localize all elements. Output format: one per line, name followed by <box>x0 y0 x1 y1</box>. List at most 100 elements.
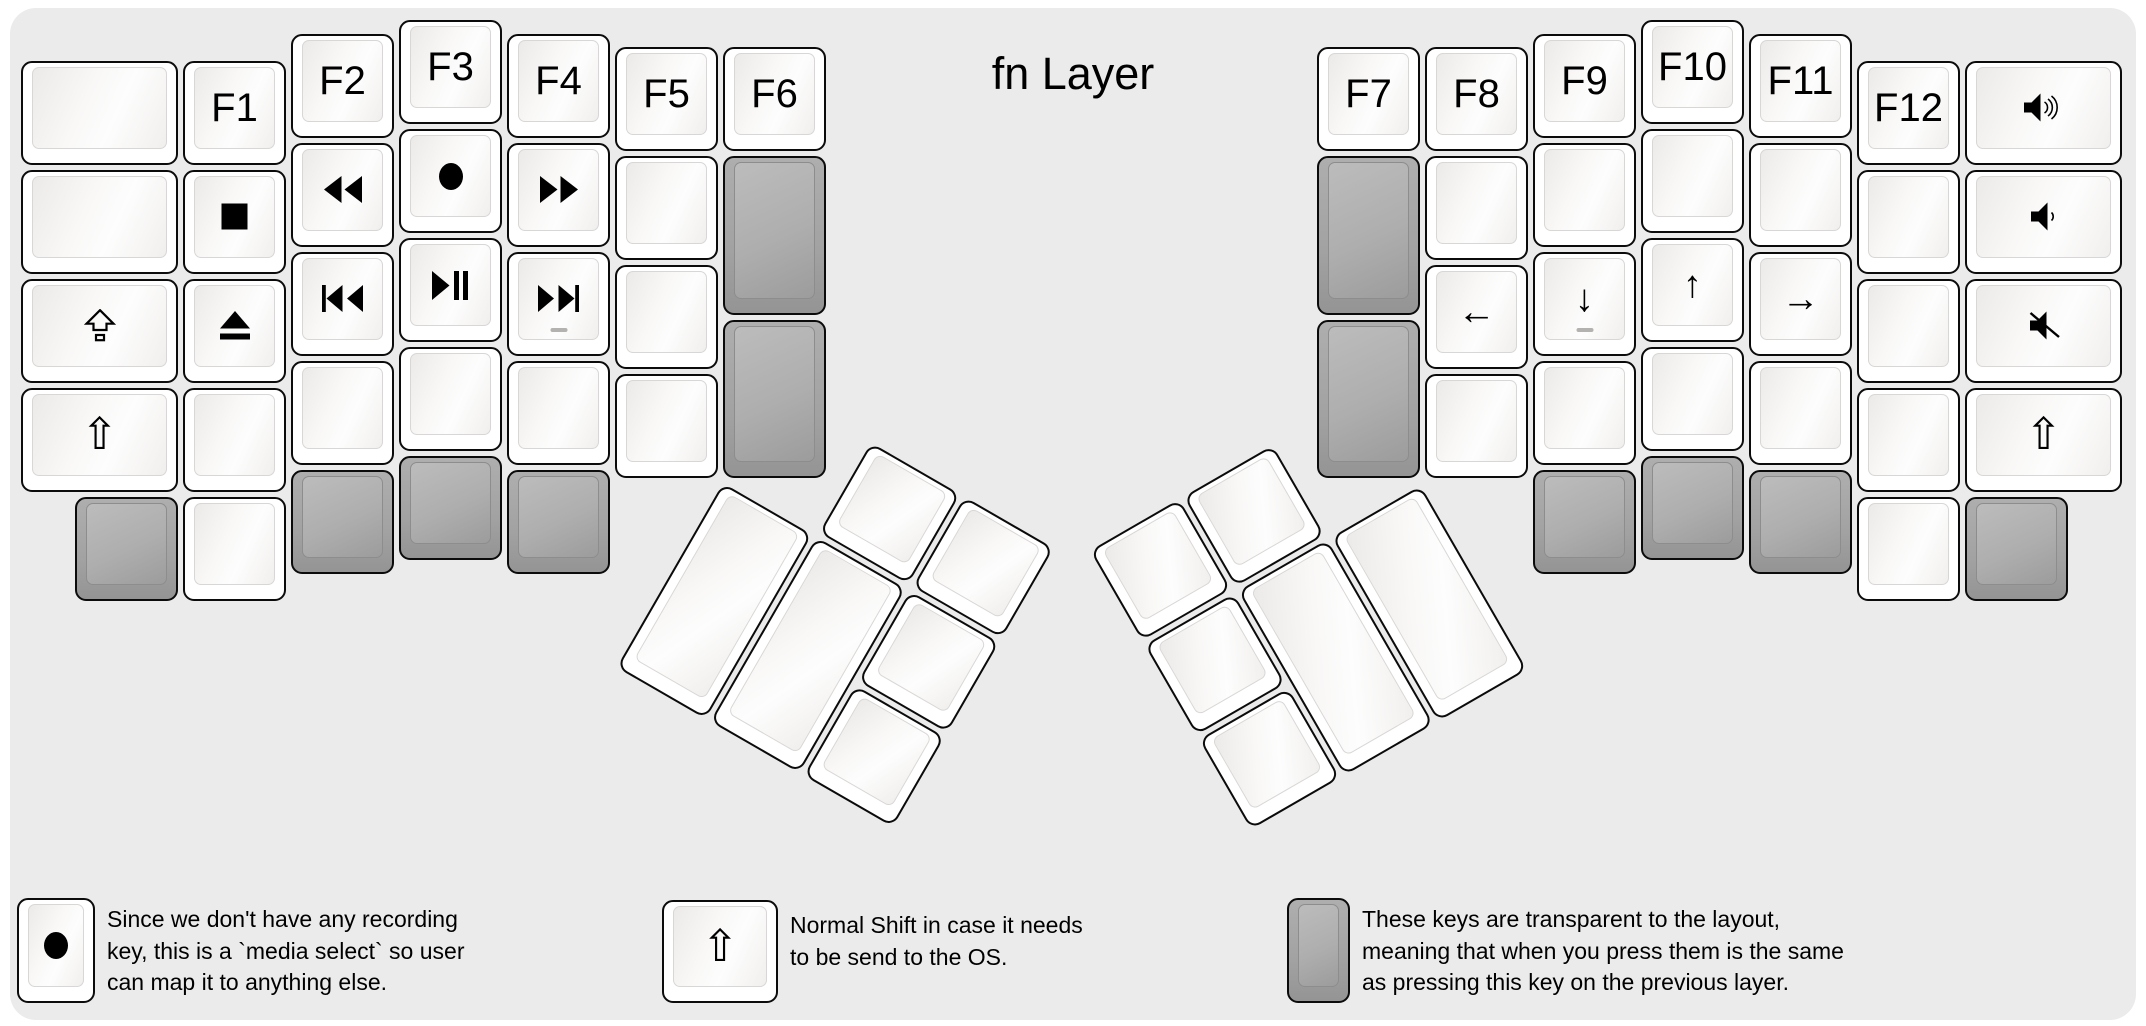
key-volume-down[interactable] <box>1965 169 2122 274</box>
key-blank[interactable] <box>21 169 178 274</box>
key-transparent[interactable] <box>1965 496 2068 601</box>
key-transparent[interactable] <box>1641 456 1744 560</box>
key-blank[interactable] <box>1425 374 1528 479</box>
keycap-surface: ← <box>1436 271 1517 354</box>
key-f1[interactable]: F1 <box>183 60 286 165</box>
key-f9[interactable]: F9 <box>1533 33 1636 138</box>
key-shift-right[interactable]: ⇧ <box>1965 387 2122 492</box>
key-blank[interactable] <box>1533 360 1636 465</box>
key-next-track[interactable] <box>507 251 610 356</box>
legend-line: Normal Shift in case it needs <box>790 912 1083 938</box>
keycap-surface <box>410 353 491 435</box>
key-transparent[interactable] <box>1317 156 1420 315</box>
key-blank[interactable] <box>1857 496 1960 601</box>
key-arrow-up[interactable]: ↑ <box>1641 238 1744 342</box>
key-f4[interactable]: F4 <box>507 33 610 138</box>
keycap-surface <box>1652 135 1733 217</box>
key-f8[interactable]: F8 <box>1425 47 1528 152</box>
keycap-surface <box>1652 353 1733 435</box>
keycap-surface <box>1544 475 1625 558</box>
key-fast-forward[interactable] <box>507 142 610 247</box>
key-f7[interactable]: F7 <box>1317 47 1420 152</box>
key-transparent[interactable] <box>1317 319 1420 479</box>
keycap-surface <box>32 175 167 258</box>
key-transparent[interactable] <box>723 156 826 315</box>
key-blank[interactable] <box>21 60 178 165</box>
key-caps-lock[interactable] <box>21 278 178 383</box>
keycap-surface <box>1868 502 1949 585</box>
key-blank[interactable] <box>399 347 502 451</box>
legend-line: as pressing this key on the previous lay… <box>1362 969 1790 995</box>
keycap-surface <box>302 257 383 340</box>
key-volume-up[interactable] <box>1965 60 2122 165</box>
keycap-surface <box>1976 502 2057 585</box>
key-blank[interactable] <box>1749 360 1852 465</box>
key-transparent[interactable] <box>291 469 394 574</box>
key-transparent[interactable] <box>507 469 610 574</box>
key-blank[interactable] <box>1749 142 1852 247</box>
key-transparent[interactable] <box>75 496 178 601</box>
arrow-left-icon: ← <box>1457 291 1496 334</box>
keycap-surface <box>1652 462 1733 544</box>
key-transparent[interactable] <box>1533 469 1636 574</box>
key-f11[interactable]: F11 <box>1749 33 1852 138</box>
key-f10[interactable]: F10 <box>1641 20 1744 124</box>
key-transparent[interactable] <box>399 456 502 560</box>
key-f6[interactable]: F6 <box>723 47 826 152</box>
key-blank[interactable] <box>507 360 610 465</box>
keycap-surface <box>1436 380 1517 463</box>
key-blank[interactable] <box>1641 347 1744 451</box>
key-blank[interactable] <box>1425 156 1528 261</box>
key-eject[interactable] <box>183 278 286 383</box>
key-shift-left[interactable]: ⇧ <box>21 387 178 492</box>
key-stop[interactable] <box>183 169 286 274</box>
key-label: F5 <box>643 72 690 117</box>
keycap-surface: F3 <box>410 26 491 108</box>
key-blank[interactable] <box>1857 387 1960 492</box>
key-blank[interactable] <box>1857 169 1960 274</box>
key-f3[interactable]: F3 <box>399 20 502 124</box>
keycap-surface <box>518 257 599 340</box>
key-mute[interactable] <box>1965 278 2122 383</box>
key-blank[interactable] <box>1533 142 1636 247</box>
key-label: F6 <box>751 72 798 117</box>
key-blank[interactable] <box>615 265 718 370</box>
legend-line: to be send to the OS. <box>790 943 1008 970</box>
key-arrow-right[interactable]: → <box>1749 251 1852 356</box>
keycap-surface <box>1102 509 1214 622</box>
key-arrow-down[interactable]: ↓ <box>1533 251 1636 356</box>
key-f12[interactable]: F12 <box>1857 60 1960 165</box>
keycap-surface: F12 <box>1868 66 1949 149</box>
key-blank[interactable] <box>1857 278 1960 383</box>
keycap-surface <box>626 271 707 354</box>
fast-forward-icon <box>539 176 578 204</box>
key-label: F4 <box>535 58 582 103</box>
key-label: F8 <box>1453 72 1500 117</box>
key-label: F10 <box>1658 45 1727 89</box>
keycap-surface <box>518 475 599 558</box>
key-play-pause[interactable] <box>399 238 502 342</box>
keycap-surface <box>518 148 599 231</box>
key-blank[interactable] <box>183 387 286 492</box>
key-f5[interactable]: F5 <box>615 47 718 152</box>
key-blank[interactable] <box>1641 129 1744 233</box>
key-record[interactable] <box>399 129 502 233</box>
key-blank[interactable] <box>615 374 718 479</box>
keycap-surface <box>518 366 599 449</box>
key-blank[interactable] <box>291 360 394 465</box>
key-transparent[interactable] <box>1749 469 1852 574</box>
keycap-surface: ↑ <box>1652 244 1733 326</box>
key-blank[interactable] <box>183 496 286 601</box>
key-prev-track[interactable] <box>291 251 394 356</box>
keycap-surface <box>1868 175 1949 258</box>
legend-line: can map it to anything else. <box>107 969 387 995</box>
key-transparent[interactable] <box>723 319 826 479</box>
key-f2[interactable]: F2 <box>291 33 394 138</box>
legend-key-transparent <box>1287 898 1350 1003</box>
key-rewind[interactable] <box>291 142 394 247</box>
key-arrow-left[interactable]: ← <box>1425 265 1528 370</box>
key-blank[interactable] <box>615 156 718 261</box>
keycap-surface <box>1976 284 2111 367</box>
caps-lock-icon <box>83 309 116 342</box>
